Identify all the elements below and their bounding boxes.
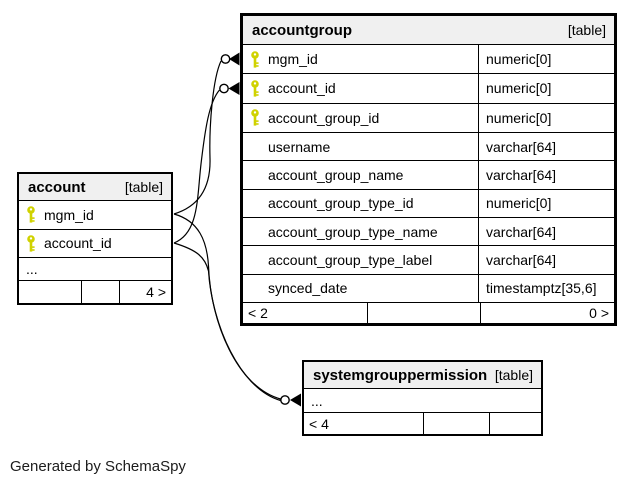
hidden-columns-ellipsis: ... [304,389,541,413]
column-name: username [268,138,331,155]
column-name: account_group_type_id [268,195,414,212]
table-row: username varchar[64] [243,132,614,162]
systemgrouppermission-table-tag: [table] [494,367,533,383]
systemgrouppermission-footer: < 4 [304,413,541,434]
column-name: account_group_type_name [268,223,438,240]
relationship-account-mgmid-to-accountgroup [173,60,222,215]
column-type: varchar[64] [478,132,614,161]
table-row: mgm_id numeric[0] [243,45,614,75]
circle-arrow-connector-systemgrouppermission [280,393,301,407]
account-footer: 4 > [19,281,171,303]
accountgroup-footer: < 2 0 > [243,303,614,323]
column-name: account_group_name [268,166,404,183]
column-type: varchar[64] [478,161,614,189]
column-name: account_id [268,80,336,97]
column-type: numeric[0] [478,103,614,132]
account-header: account [table] [19,174,171,201]
generated-by-text: Generated by SchemaSpy [10,458,186,475]
hidden-columns-ellipsis: ... [19,258,171,281]
column-type: numeric[0] [478,189,614,217]
footer-spacer-cell [367,303,480,323]
table-row: account_id [19,230,171,258]
table-row: account_group_type_name varchar[64] [243,217,614,247]
relationship-account-accountid-to-accountgroup [173,89,220,244]
table-row: account_group_type_label varchar[64] [243,246,614,275]
account-table-name[interactable]: account [28,178,86,196]
child-count-badge[interactable]: 0 > [480,303,614,323]
primary-key-icon [27,206,35,223]
primary-key-icon [251,80,259,97]
circle-arrow-connector-mgm-id [220,52,240,66]
column-type: numeric[0] [478,45,614,74]
column-type: varchar[64] [478,217,614,246]
column-name: account_group_type_label [268,251,433,268]
table-row: mgm_id [19,201,171,230]
primary-key-icon [27,234,35,252]
accountgroup-table-tag: [table] [567,22,606,38]
table-account[interactable]: account [table] mgm_id account_id ... 4 … [17,172,173,305]
footer-spacer-cell [19,281,81,303]
column-name: account_group_id [268,109,380,126]
column-name: synced_date [268,280,348,297]
primary-key-icon [251,109,259,126]
account-table-tag: [table] [124,179,163,195]
table-row: synced_date timestamptz[35,6] [243,274,614,303]
child-count-badge[interactable]: 4 > [119,281,171,303]
table-row: account_id numeric[0] [243,74,614,104]
table-row: account_group_name varchar[64] [243,161,614,190]
column-type: varchar[64] [478,246,614,274]
table-systemgrouppermission[interactable]: systemgrouppermission [table] ... < 4 [302,360,543,436]
column-name: mgm_id [44,206,94,223]
column-type: timestamptz[35,6] [478,274,614,302]
systemgrouppermission-header: systemgrouppermission [table] [304,362,541,389]
footer-spacer-cell [423,413,489,434]
parent-count-badge[interactable]: < 2 [248,305,268,321]
systemgrouppermission-table-name[interactable]: systemgrouppermission [313,366,488,384]
accountgroup-header: accountgroup [table] [243,16,614,45]
table-row: account_group_type_id numeric[0] [243,189,614,218]
column-name: mgm_id [268,51,318,68]
parent-count-badge[interactable]: < 4 [309,415,329,432]
circle-arrow-connector-account-id [219,82,240,95]
column-type: numeric[0] [478,74,614,103]
table-accountgroup[interactable]: accountgroup [table] mgm_id numeric[0] a… [240,13,617,326]
primary-key-icon [251,50,259,68]
accountgroup-table-name[interactable]: accountgroup [252,21,352,39]
footer-spacer-cell [81,281,119,303]
table-row: account_group_id numeric[0] [243,103,614,133]
footer-spacer-cell [489,413,541,434]
column-name: account_id [44,235,112,252]
